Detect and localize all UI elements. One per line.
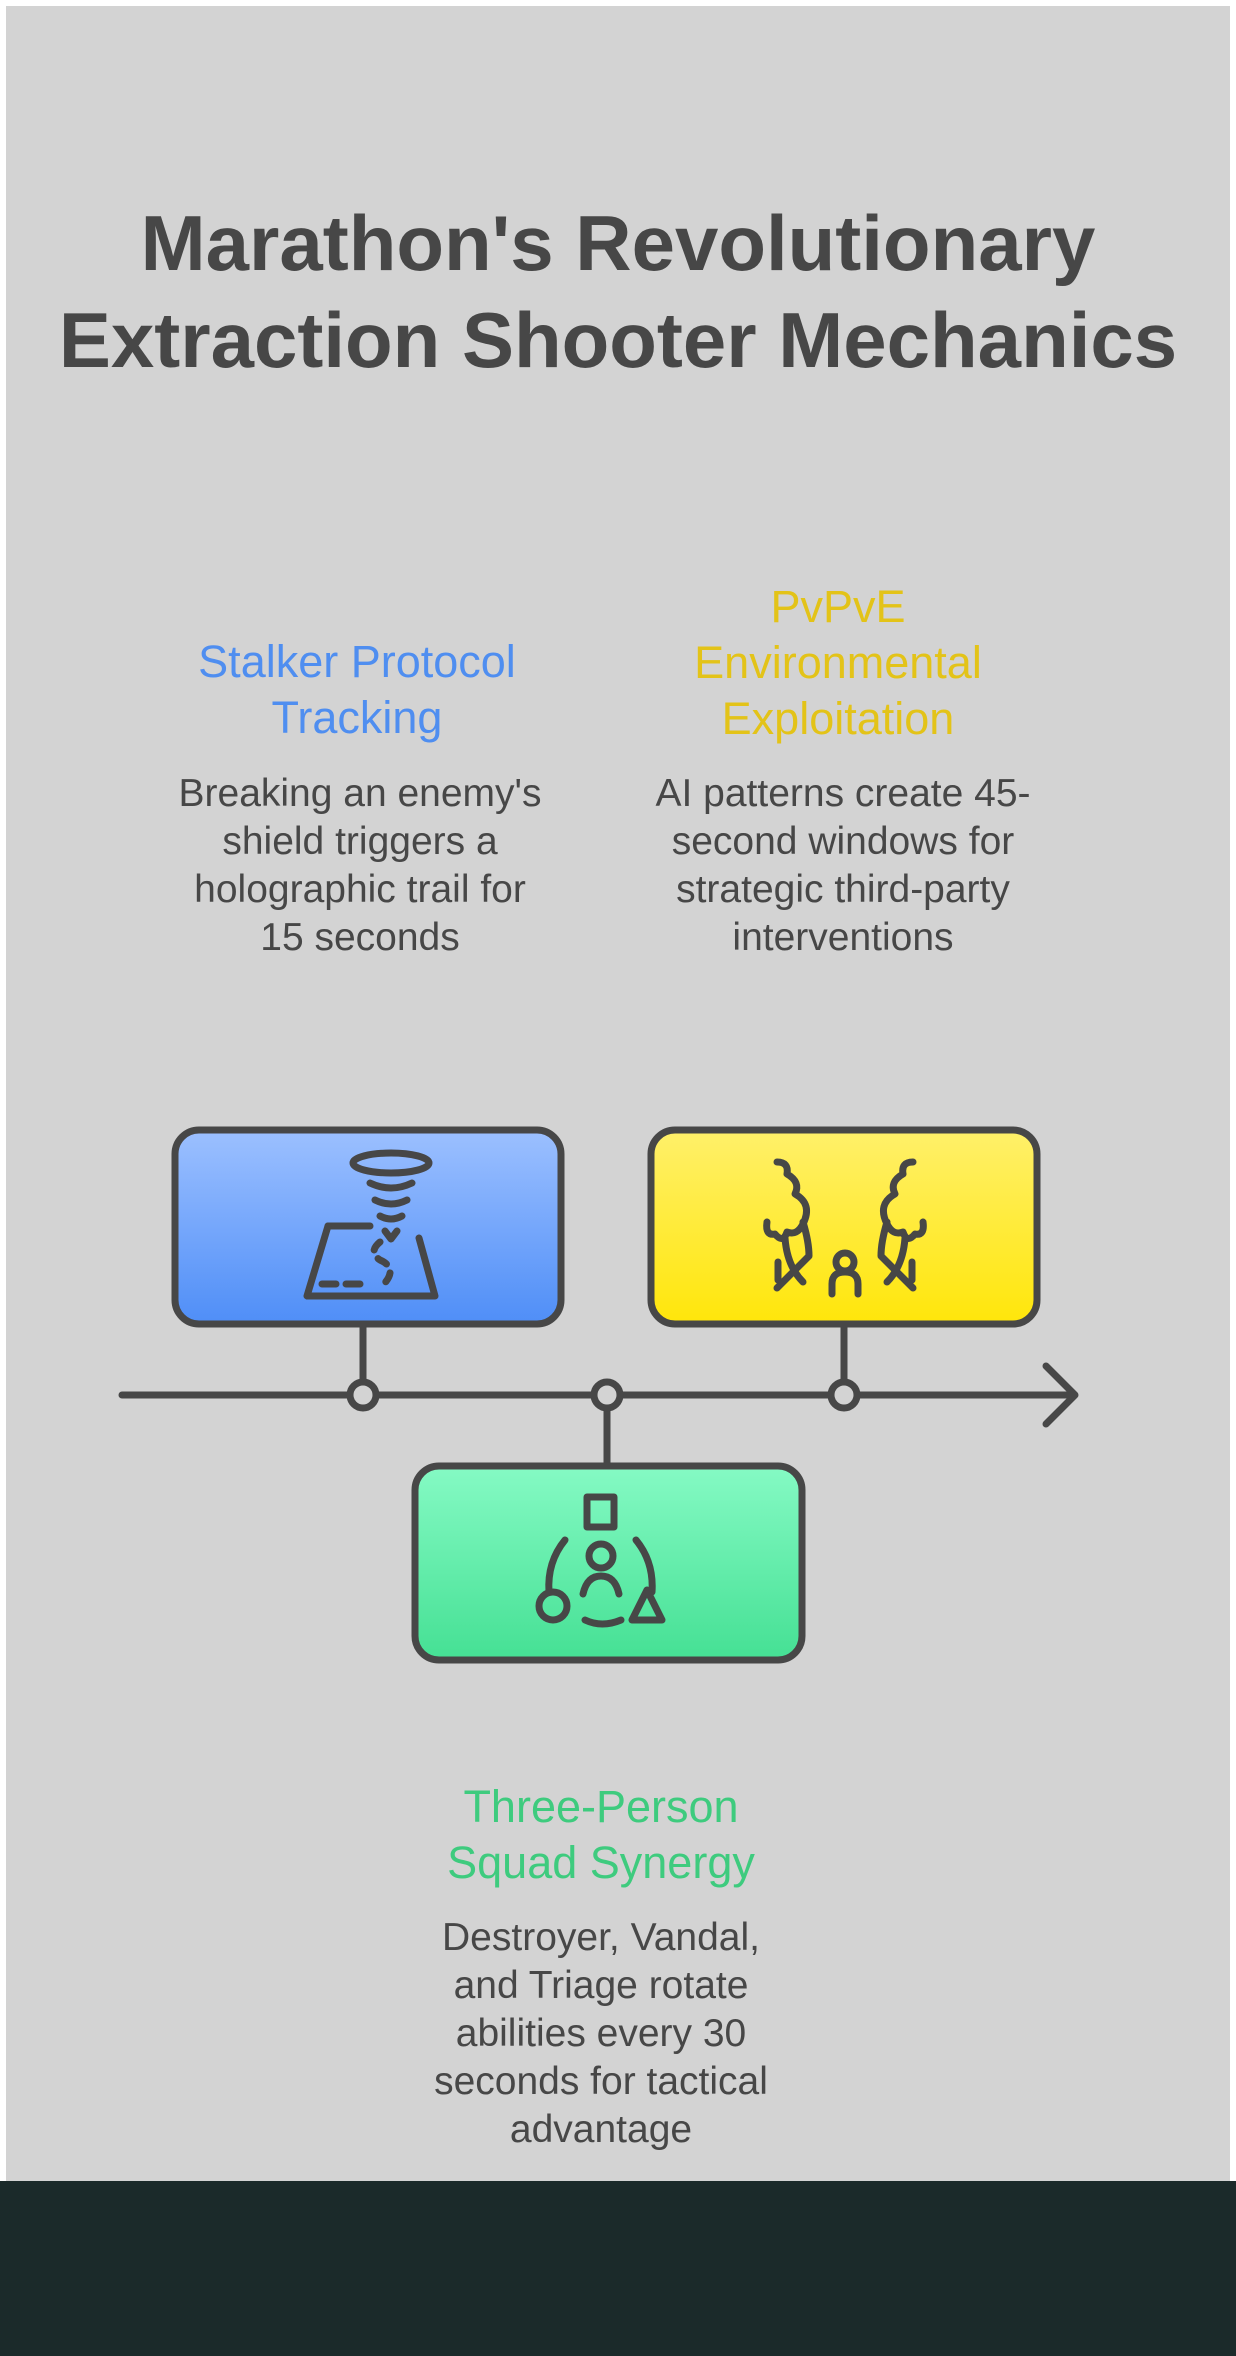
footer-bar [0, 2181, 1236, 2356]
tornado-map-trail-icon [303, 1149, 439, 1300]
timeline-marker [590, 1378, 624, 1412]
event-card-pvpve [647, 1126, 1041, 1328]
event-description-squad: Destroyer, Vandal, and Triage rotate abi… [434, 1916, 768, 2151]
timeline-marker [827, 1378, 861, 1412]
page-title: Marathon's Revolutionary Extraction Shoo… [58, 199, 1178, 384]
event-title-pvpve: PvPvE Environmental Exploitation [694, 581, 982, 744]
infographic-canvas [6, 6, 1230, 2181]
team-shapes-icon [535, 1493, 666, 1628]
trees-person-icon [763, 1158, 927, 1298]
event-description-pvpve: AI patterns create 45-second windows for… [655, 772, 1031, 959]
event-title-stalker: Stalker Protocol Tracking [198, 636, 516, 743]
timeline-marker [346, 1378, 380, 1412]
event-description-stalker: Breaking an enemy's shield triggers a ho… [178, 772, 542, 959]
event-title-squad: Three-Person Squad Synergy [447, 1781, 755, 1888]
arrow-head-icon [1042, 1362, 1079, 1428]
